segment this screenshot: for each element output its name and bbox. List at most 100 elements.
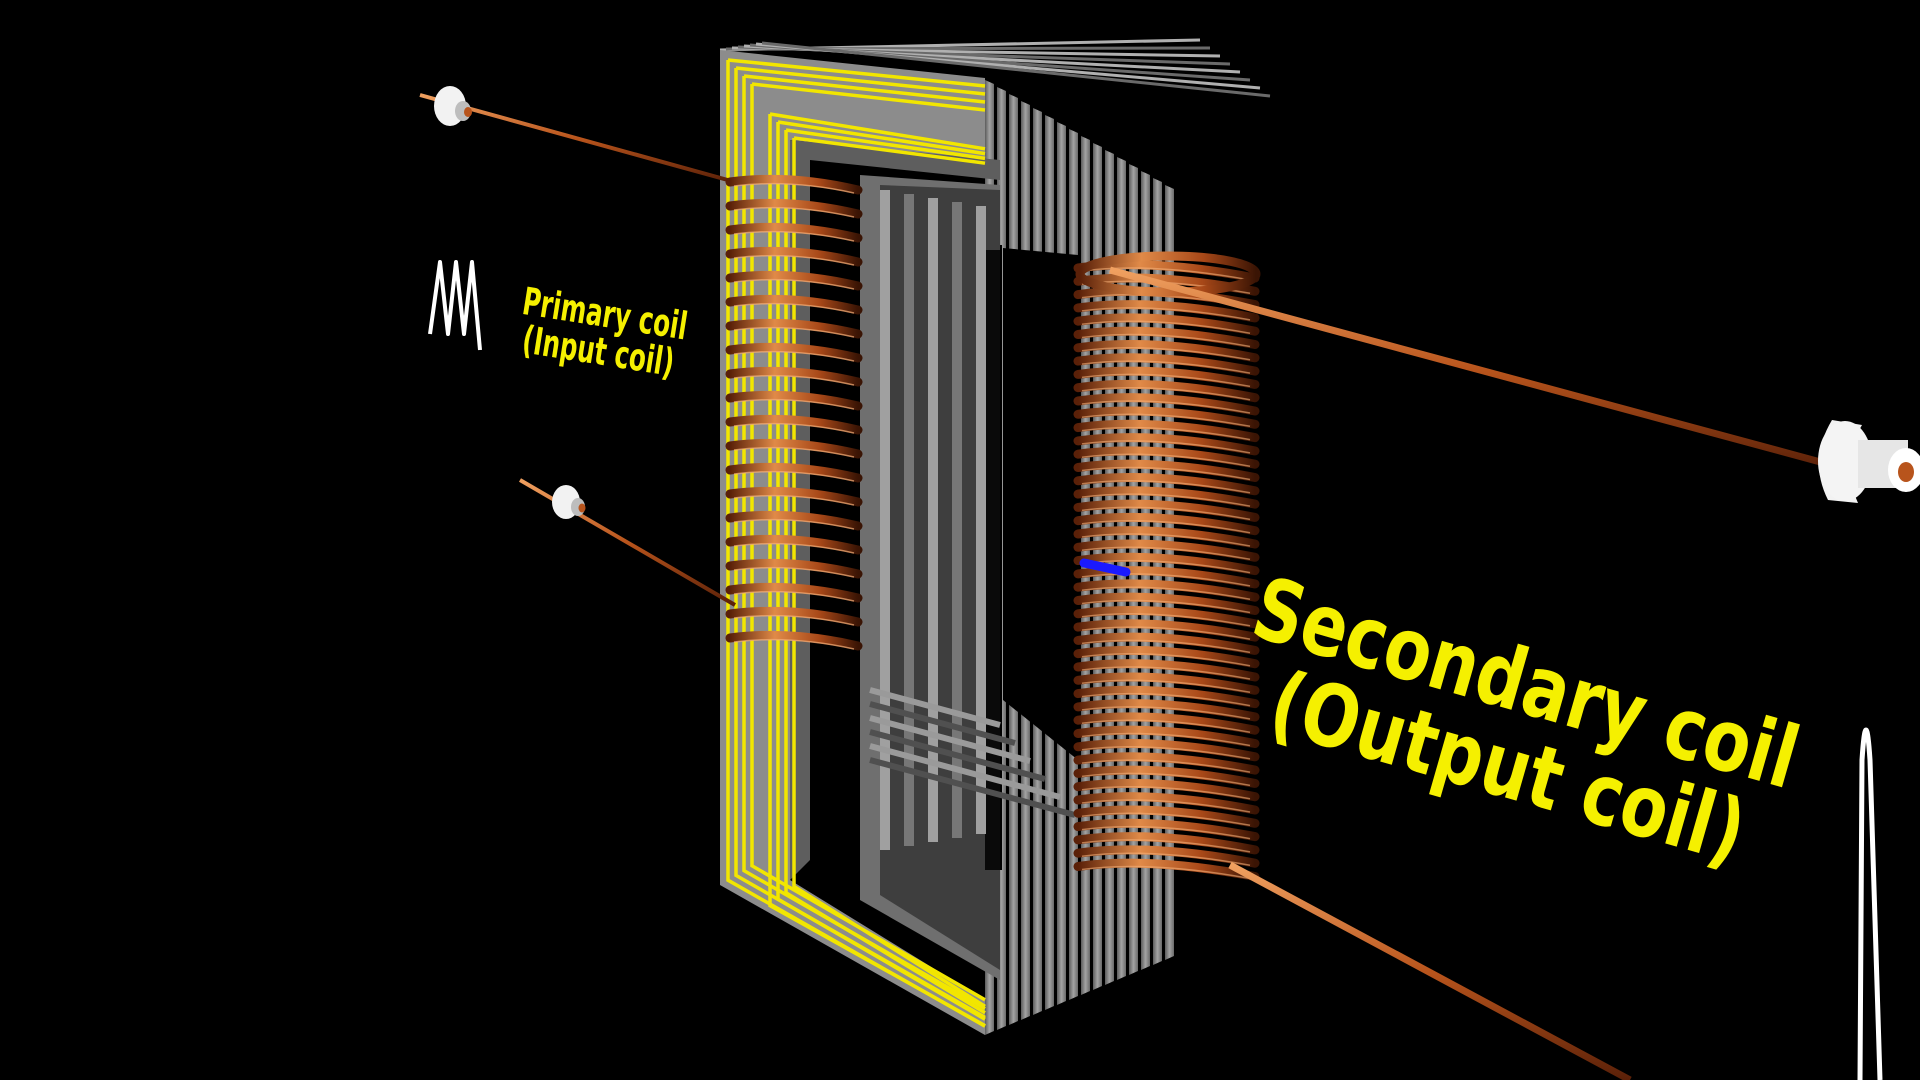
primary-coil-highlight bbox=[733, 566, 855, 578]
secondary-coil-highlight bbox=[1081, 639, 1251, 654]
window-rib-bottom bbox=[869, 729, 1046, 782]
secondary-coil-turn bbox=[1073, 592, 1260, 615]
primary-coil-highlight bbox=[733, 374, 855, 386]
secondary-coil-highlight bbox=[1081, 333, 1251, 348]
secondary-coil-turn bbox=[1073, 579, 1260, 602]
window-rib-bottom bbox=[869, 743, 1061, 800]
secondary-coil-highlight bbox=[1081, 599, 1251, 614]
secondary-coil-highlight bbox=[1081, 666, 1251, 680]
window-rib-bottom bbox=[869, 701, 1016, 746]
secondary-coil-turn bbox=[1073, 738, 1260, 762]
secondary-coil-turn bbox=[1073, 765, 1260, 788]
primary-coil-turn bbox=[725, 222, 863, 243]
window-rib bbox=[904, 194, 914, 846]
secondary-coil-turn bbox=[1073, 605, 1260, 629]
primary-coil-highlight bbox=[733, 350, 855, 362]
secondary-coil-highlight bbox=[1081, 586, 1251, 600]
ac-waveform-icon bbox=[1857, 727, 1883, 1080]
secondary-coil-highlight bbox=[1081, 772, 1251, 787]
window-rib-bottom bbox=[869, 687, 1001, 728]
primary-coil-turn bbox=[725, 462, 863, 483]
primary-coil-turn bbox=[725, 438, 863, 459]
primary-coil-highlight bbox=[733, 542, 855, 554]
secondary-coil-highlight bbox=[1081, 307, 1251, 321]
secondary-coil-highlight bbox=[1081, 519, 1251, 534]
secondary-coil-highlight bbox=[1081, 785, 1251, 800]
secondary-coil-turn bbox=[1073, 379, 1260, 403]
secondary-wires bbox=[1109, 266, 1851, 1080]
primary-coil-turn bbox=[725, 270, 863, 291]
primary-coil-highlight bbox=[733, 326, 855, 338]
secondary-coil-turn bbox=[1073, 685, 1260, 709]
secondary-coil-turn bbox=[1073, 725, 1260, 748]
primary-coil-highlight bbox=[733, 518, 855, 530]
window-rib-bottom bbox=[869, 715, 1031, 764]
secondary-coil-highlight bbox=[1081, 320, 1251, 334]
secondary-coil-highlight bbox=[1081, 812, 1251, 827]
secondary-coil-highlight bbox=[1081, 759, 1251, 773]
secondary-coil-highlight bbox=[1081, 706, 1251, 720]
window-rib-bottom bbox=[869, 757, 1076, 818]
primary-coil-highlight bbox=[733, 422, 855, 434]
secondary-coil-turn bbox=[1073, 366, 1260, 389]
secondary-coil-turn bbox=[1073, 659, 1260, 682]
primary-coil-turn bbox=[725, 606, 863, 627]
primary-coil-turn bbox=[725, 486, 863, 507]
secondary-coil-highlight bbox=[1081, 360, 1251, 374]
primary-coil-turn bbox=[725, 558, 863, 579]
secondary-coil-turn bbox=[1073, 699, 1260, 722]
secondary-coil-turn bbox=[1073, 619, 1260, 642]
primary-coil-turn bbox=[725, 582, 863, 603]
secondary-coil-top-ring bbox=[1075, 251, 1261, 297]
secondary-coil-highlight bbox=[1081, 692, 1251, 707]
secondary-coil-turn bbox=[1073, 552, 1260, 576]
secondary-coil-highlight bbox=[1081, 865, 1251, 880]
terminal-primary-bottom bbox=[552, 485, 586, 519]
secondary-coil-highlight bbox=[1081, 440, 1251, 454]
primary-coil-highlight bbox=[733, 302, 855, 314]
secondary-coil-highlight bbox=[1081, 626, 1251, 640]
secondary-coil-highlight bbox=[1081, 839, 1251, 853]
secondary-coil-turn bbox=[1073, 526, 1260, 549]
secondary-coil-highlight bbox=[1081, 746, 1251, 760]
lamination-top-edge bbox=[761, 41, 1271, 98]
insulation-outline bbox=[742, 74, 986, 1011]
secondary-coil-turn bbox=[1073, 858, 1260, 881]
secondary-coil-turn bbox=[1073, 300, 1260, 323]
window-rib bbox=[880, 190, 890, 850]
secondary-coil-highlight bbox=[1081, 799, 1251, 813]
primary-coil-highlight bbox=[733, 638, 855, 650]
primary-coil-highlight bbox=[733, 470, 855, 482]
secondary-coil-turn bbox=[1073, 459, 1260, 482]
primary-coil-turn bbox=[725, 510, 863, 531]
secondary-coil-highlight bbox=[1081, 267, 1251, 281]
secondary-coil-turn bbox=[1073, 433, 1260, 456]
primary-coil-highlight bbox=[733, 614, 855, 626]
secondary-coil-highlight bbox=[1081, 825, 1251, 840]
primary-coil-turn bbox=[725, 294, 863, 315]
secondary-coil-turn bbox=[1073, 446, 1260, 469]
secondary-coil-highlight bbox=[1081, 373, 1251, 388]
secondary-coil-turn bbox=[1073, 512, 1260, 536]
secondary-coil-turn bbox=[1073, 778, 1260, 802]
primary-coil-highlight bbox=[733, 278, 855, 290]
primary-coil-highlight bbox=[733, 182, 855, 194]
insulation-outlines bbox=[726, 58, 986, 1028]
primary-coil-turn bbox=[725, 534, 863, 555]
secondary-coil-turn bbox=[1073, 339, 1260, 363]
secondary-coil-turn bbox=[1073, 419, 1260, 443]
primary-coil-turn bbox=[725, 174, 863, 195]
secondary-coil-highlight bbox=[1081, 732, 1251, 747]
primary-coil-highlight bbox=[733, 206, 855, 218]
secondary-coil-highlight bbox=[1081, 400, 1251, 414]
window-rib bbox=[928, 198, 938, 842]
window-rib bbox=[952, 202, 962, 838]
primary-coil-turn bbox=[725, 414, 863, 435]
secondary-coil-turn bbox=[1073, 792, 1260, 815]
secondary-coil-turn bbox=[1073, 632, 1260, 655]
primary-coil-highlight bbox=[733, 446, 855, 458]
primary-coil-highlight bbox=[733, 254, 855, 266]
secondary-coil bbox=[1073, 251, 1261, 881]
